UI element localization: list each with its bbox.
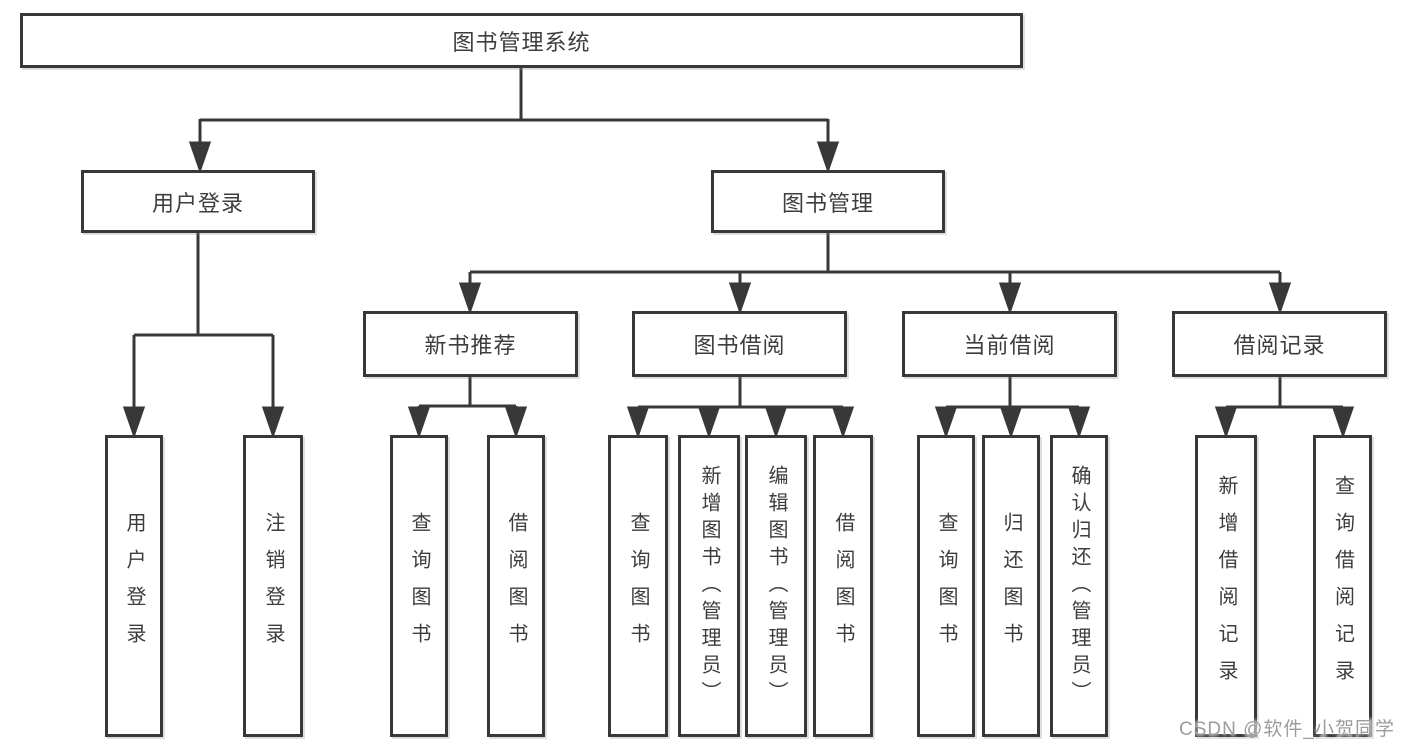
connector-book-borrowing-children bbox=[626, 377, 855, 439]
arrowhead bbox=[188, 141, 212, 174]
arrowhead bbox=[1214, 406, 1238, 439]
node-book-management: 图书管理 bbox=[711, 170, 945, 233]
connector-book-management-children bbox=[458, 233, 1292, 315]
connector-current-borrowing-children bbox=[934, 377, 1091, 439]
arrowhead bbox=[764, 406, 788, 439]
leaf-newbook-query-books: 查询图书 bbox=[390, 435, 448, 737]
connector-new-book-recommend-children bbox=[407, 377, 528, 439]
arrowhead bbox=[816, 141, 840, 174]
leaf-current-confirm-return-admin: 确认归还（管理员） bbox=[1050, 435, 1108, 737]
node-new-book-recommend: 新书推荐 bbox=[363, 311, 578, 377]
arrowhead bbox=[1067, 406, 1091, 439]
leaf-records-add-record: 新增借阅记录 bbox=[1195, 435, 1257, 737]
arrowhead bbox=[626, 406, 650, 439]
leaf-borrowing-add-books-admin: 新增图书（管理员） bbox=[678, 435, 740, 737]
arrowhead bbox=[122, 406, 146, 439]
leaf-borrowing-borrow-books: 借阅图书 bbox=[813, 435, 873, 737]
arrowhead bbox=[407, 406, 431, 439]
leaf-borrowing-query-books: 查询图书 bbox=[608, 435, 668, 737]
arrowhead bbox=[934, 406, 958, 439]
connector-root-to-level2 bbox=[188, 68, 840, 174]
arrowhead bbox=[831, 406, 855, 439]
arrowhead bbox=[504, 406, 528, 439]
watermark: CSDN @软件_小贺同学 bbox=[1179, 719, 1395, 740]
node-root: 图书管理系统 bbox=[20, 13, 1023, 68]
leaf-records-query-record: 查询借阅记录 bbox=[1313, 435, 1372, 737]
leaf-borrowing-edit-books-admin: 编辑图书（管理员） bbox=[745, 435, 807, 737]
leaf-current-query-books: 查询图书 bbox=[917, 435, 975, 737]
arrowhead bbox=[1331, 406, 1355, 439]
connector-user-login-children bbox=[122, 233, 285, 439]
leaf-logout: 注销登录 bbox=[243, 435, 303, 737]
arrowhead bbox=[998, 282, 1022, 315]
node-book-borrowing: 图书借阅 bbox=[632, 311, 847, 377]
leaf-newbook-borrow-books: 借阅图书 bbox=[487, 435, 545, 737]
node-borrowing-records: 借阅记录 bbox=[1172, 311, 1387, 377]
connector-borrowing-records-children bbox=[1214, 377, 1355, 439]
arrowhead bbox=[999, 406, 1023, 439]
arrowhead bbox=[1268, 282, 1292, 315]
leaf-current-return-books: 归还图书 bbox=[982, 435, 1040, 737]
arrowhead bbox=[728, 282, 752, 315]
arrowhead bbox=[261, 406, 285, 439]
arrowhead bbox=[458, 282, 482, 315]
node-current-borrowing: 当前借阅 bbox=[902, 311, 1117, 377]
node-user-login: 用户登录 bbox=[81, 170, 315, 233]
leaf-user-login: 用户登录 bbox=[105, 435, 163, 737]
arrowhead bbox=[697, 406, 721, 439]
